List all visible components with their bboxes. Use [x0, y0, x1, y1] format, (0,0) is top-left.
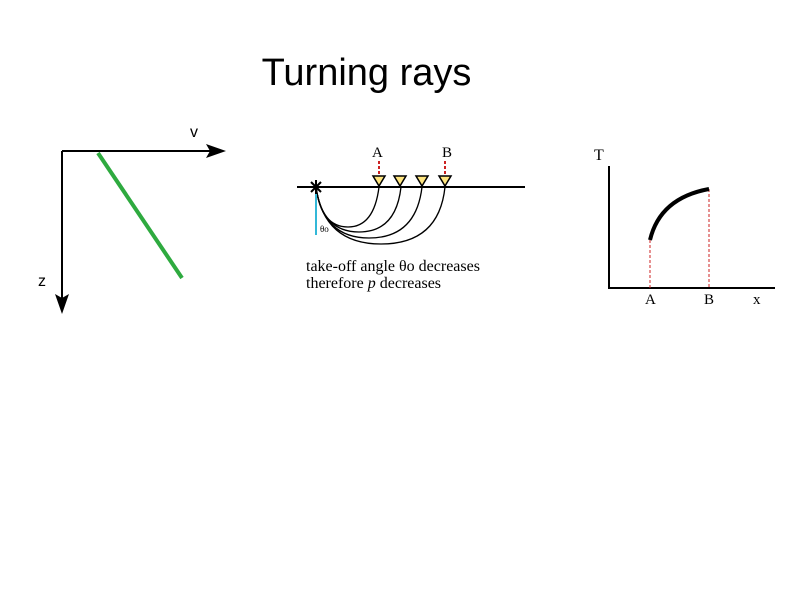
- takeoff-angle-symbol: θo: [320, 224, 329, 234]
- receiver-triangle-icon: [437, 175, 453, 188]
- velocity-axis-label: v: [190, 124, 198, 141]
- tick-a-label: A: [645, 292, 656, 308]
- receiver-b-label: B: [442, 145, 452, 161]
- receiver-triangle-icon: [371, 175, 387, 188]
- velocity-axis-arrowhead: [206, 144, 226, 158]
- caption-line-1: take-off angle θo decreases: [306, 258, 480, 275]
- time-axis-label: T: [594, 147, 604, 164]
- depth-axis-label: z: [38, 273, 46, 290]
- receiver-triangle-icon: [414, 175, 430, 188]
- travel-time-curve: [648, 187, 710, 241]
- caption-line-2: therefore p decreases: [306, 275, 441, 292]
- velocity-depth-panel: v z: [38, 124, 226, 314]
- ray-path: [315, 186, 423, 239]
- depth-axis-arrowhead: [55, 294, 69, 314]
- ray-path: [315, 186, 446, 245]
- receiver-a-label: A: [372, 145, 383, 161]
- source-star-icon: [309, 180, 323, 194]
- receiver-triangle-icon: [392, 175, 408, 188]
- ray-path-panel: A B θo take-off angle θo decreases there…: [297, 145, 525, 292]
- slide-title: Turning rays: [261, 52, 472, 94]
- travel-time-panel: T A B x: [594, 147, 775, 308]
- ray-path: [315, 186, 380, 228]
- velocity-profile-line: [96, 151, 184, 280]
- tick-b-label: B: [704, 292, 714, 308]
- distance-axis-label: x: [753, 292, 761, 308]
